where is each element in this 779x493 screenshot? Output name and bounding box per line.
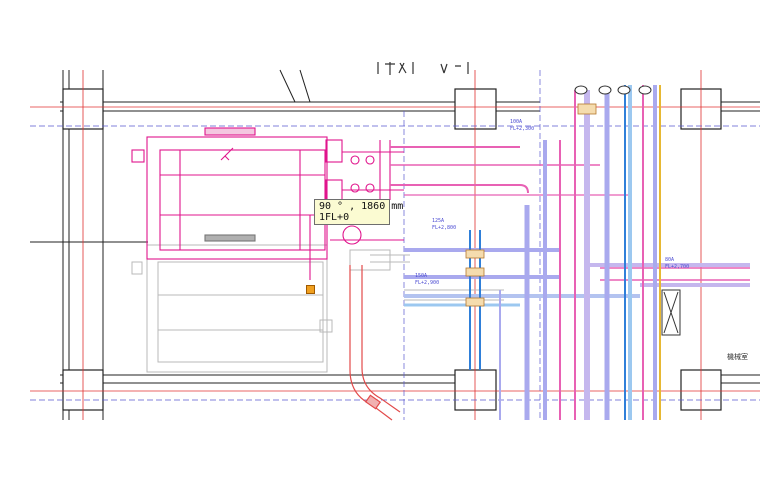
- annotation-tag-d: 80A: [665, 257, 674, 263]
- annotation-tag-c: 150A: [415, 273, 427, 279]
- pipe-sleeves: [465, 103, 597, 307]
- tooltip-level-text: 1FL+0: [319, 212, 350, 223]
- column-bottom-middle: [454, 369, 497, 411]
- room-name-text-partial: [377, 62, 469, 75]
- grid-lines: [30, 70, 760, 420]
- annotation-level-d: FL+2,700: [665, 264, 689, 270]
- pink-pipes-horizontal: [390, 146, 750, 281]
- tooltip-measure-text: 90 ° , 1860 mm: [319, 201, 404, 212]
- pipe-annotations: 100A FL+2,300 125A FL+2,800 150A FL+2,90…: [415, 119, 689, 286]
- column-top-middle: [454, 88, 497, 130]
- annotation-tag-b: 125A: [432, 218, 444, 224]
- red-riser-pipe: [349, 265, 401, 421]
- faded-equipment: [131, 244, 504, 373]
- snap-marker-icon[interactable]: [306, 285, 315, 294]
- structural-walls: [30, 69, 760, 420]
- pipe-caps: [574, 85, 652, 95]
- annotation-level-c: FL+2,900: [415, 280, 439, 286]
- annotation-level-b: FL+2,800: [432, 225, 456, 231]
- vertical-pipes: [469, 85, 661, 420]
- side-room-note: 機械室: [727, 353, 748, 361]
- annotation-level-a: FL+2,300: [510, 126, 534, 132]
- damper-box: [661, 289, 681, 336]
- annotation-tag-a: 100A: [510, 119, 522, 125]
- dimension-lines: [30, 70, 760, 420]
- lavender-pipes-horizontal: [404, 248, 750, 307]
- cursor-measurement-tooltip: 90 ° , 1860 mm 1FL+0: [314, 199, 404, 225]
- boiler-unit: [131, 127, 404, 280]
